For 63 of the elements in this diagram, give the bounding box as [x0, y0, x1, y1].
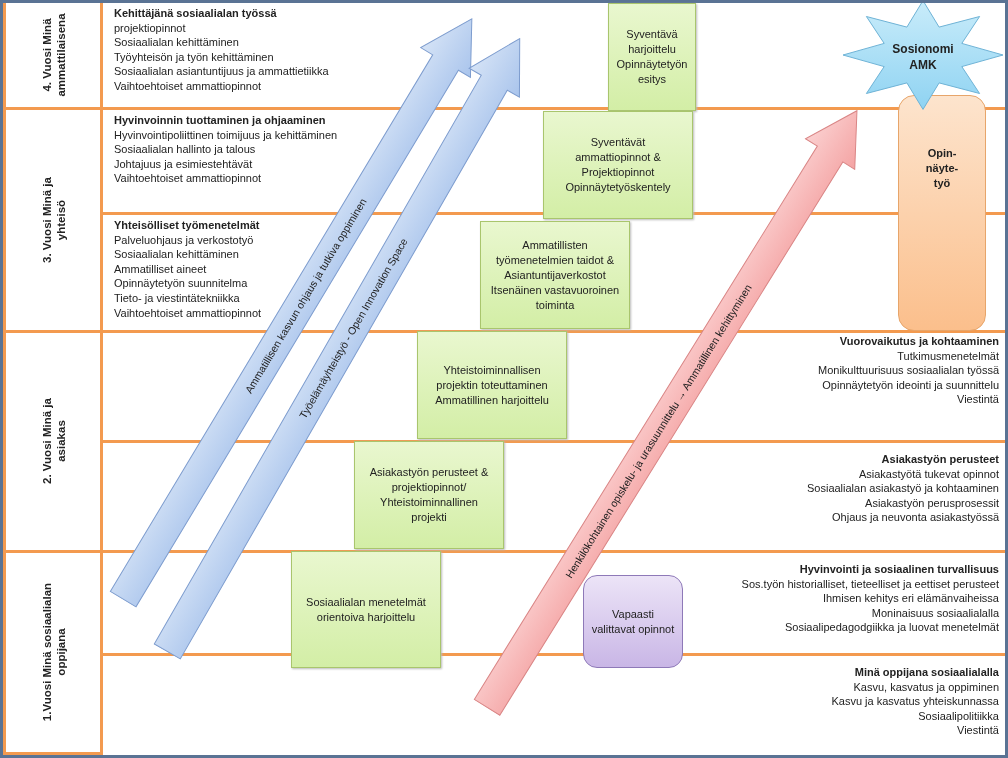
phase-label: Yhteistoiminnallisen projektin toteuttaminen Ammatillinen harjoittelu	[434, 362, 550, 408]
course-name: Johtajuus ja esimiestehtävät	[114, 157, 253, 170]
study-phase-box	[291, 551, 441, 668]
year-label: 4. Vuosi Minä ammattilaisena	[40, 11, 68, 99]
course-name: Ihmisen kehitys eri elämänvaiheissa	[822, 592, 999, 605]
section-heading: Vuorovaikutus ja kohtaaminen	[839, 335, 999, 347]
year-header	[3, 333, 103, 553]
thesis-bar	[898, 95, 986, 331]
section-heading: Minä oppijana sosiaalialalla	[854, 666, 999, 678]
course-name: Palveluohjaus ja verkostotyö	[114, 233, 254, 246]
year-label: 2. Vuosi Minä ja asiakas	[40, 397, 68, 486]
degree-star	[843, 3, 1003, 111]
course-name: Kasvu ja kasvatus yhteiskunnassa	[831, 695, 999, 708]
course-name: Opinnäytetyön ideointi ja suunnittelu	[822, 378, 999, 391]
course-name: Vaihtoehtoiset ammattiopinnot	[114, 172, 262, 185]
year-header	[3, 553, 103, 755]
phase-label: Sosiaalialan menetelmät orientoiva harjoittelu	[305, 594, 427, 625]
course-name: Sosiaalialan kehittäminen	[114, 36, 239, 49]
course-name: Hyvinvointipoliittinen toimijuus ja kehittäminen	[114, 128, 338, 141]
course-name: Moninaisuus sosiaalialalla	[871, 606, 999, 619]
year-label: 1.Vuosi Minä sosiaalialan oppijana	[40, 581, 68, 724]
course-name: Tieto- ja viestintätekniikka	[114, 291, 240, 304]
phase-label: Syventävät ammattiopinnot & Projektiopinnot Opinnäytetyöskentely	[564, 135, 672, 195]
course-name: Kasvu, kasvatus ja oppiminen	[853, 680, 999, 693]
course-name: Sosiaalialan hallinto ja talous	[114, 143, 256, 156]
phase-label: Ammatillisten työmenetelmien taidot & Asiantuntijaverkostot Itsenäinen vastavuoroinen toiminta	[489, 237, 621, 313]
course-name: Vaihtoehtoiset ammattiopinnot	[114, 79, 262, 92]
course-name: projektiopinnot	[114, 21, 186, 34]
study-phase-box	[608, 3, 696, 111]
course-name: Monikulttuurisuus sosiaalialan työssä	[818, 364, 999, 377]
course-name: Opinnäytetyön suunnitelma	[114, 277, 248, 290]
course-name: Sosiaalialan asiantuntijuus ja ammattietiikka	[114, 65, 329, 78]
course-name: Ohjaus ja neuvonta asiakastyössä	[832, 511, 999, 524]
elective-label: Vapaasti valittavat opinnot	[590, 606, 676, 637]
phase-label: Asiakastyön perusteet & projektiopinnot/ Yhteistoiminnallinen projekti	[368, 465, 490, 525]
year-label: 3. Vuosi Minä ja yhteisö	[40, 175, 68, 265]
phase-label: Syventävä harjoittelu Opinnäytetyön esitys	[616, 27, 688, 87]
section-heading: Hyvinvoinnin tuottaminen ja ohjaaminen	[114, 114, 326, 126]
course-name: Viestintä	[957, 724, 999, 737]
course-name: Työyhteisön ja työn kehittäminen	[114, 50, 274, 63]
section-heading: Hyvinvointi ja sosiaalinen turvallisuus	[799, 563, 999, 575]
study-phase-box	[354, 441, 504, 549]
thesis-label: Opin- näyte- työ	[924, 146, 960, 191]
year-header	[3, 3, 103, 110]
study-phase-box	[417, 331, 567, 439]
study-phase-box	[480, 221, 630, 329]
course-name: Sosiaalipolitiikka	[918, 709, 999, 722]
course-name: Sosiaalialan asiakastyö ja kohtaaminen	[807, 482, 999, 495]
study-phase-box	[543, 111, 693, 219]
section-heading: Kehittäjänä sosiaalialan työssä	[114, 7, 277, 19]
course-name: Asiakastyötä tukevat opinnot	[858, 467, 999, 480]
course-name: Ammatilliset aineet	[114, 262, 207, 275]
degree-title: Sosionomi AMK	[891, 41, 955, 73]
course-name: Tutkimusmenetelmät	[897, 349, 999, 362]
course-name: Sosiaalialan kehittäminen	[114, 248, 239, 261]
course-name: Asiakastyön perusprosessit	[865, 496, 999, 509]
section-heading: Yhteisölliset työmenetelmät	[114, 219, 260, 231]
year-header	[3, 110, 103, 333]
course-name: Vaihtoehtoiset ammattiopinnot	[114, 306, 262, 319]
course-name: Sosiaalipedagodgiikka ja luovat menetelmät	[784, 621, 999, 634]
course-name: Viestintä	[957, 393, 999, 406]
course-name: Sos.työn historialliset, tieteelliset ja eettiset perusteet	[741, 577, 999, 590]
section-heading: Asiakastyön perusteet	[881, 453, 999, 465]
